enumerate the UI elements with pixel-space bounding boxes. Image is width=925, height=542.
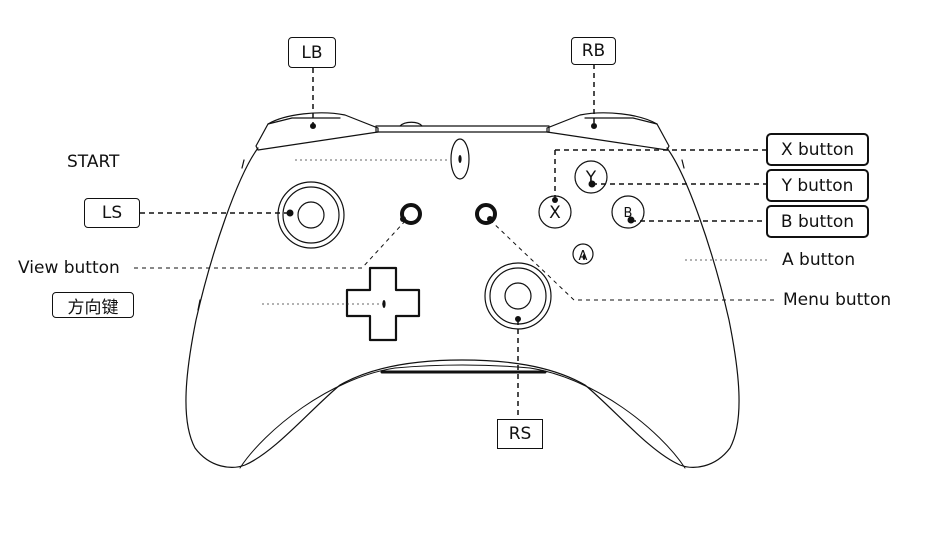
dot-dpad [382,300,386,308]
b-button-circle [611,195,645,229]
ls-label: LS [101,203,123,223]
dot-y [588,180,596,188]
y-button-label: Y button [781,175,854,196]
controller-body [185,147,740,468]
a-button-label: A button [782,250,856,270]
leader-menu [489,219,775,301]
leader-view [134,219,407,269]
a-button-circle [572,243,594,265]
right-stick-inner [504,282,532,310]
rb-label: RB [581,41,606,61]
view-button-label: View button [18,258,120,278]
b-letter: B [624,206,633,221]
top-bar [375,125,550,133]
rb-label-box: RB [571,37,616,65]
rb-bumper [546,112,670,151]
dpad-shape [345,266,421,342]
dot-rb [591,123,597,129]
left-stick-outer [277,181,345,249]
dot-lb [310,123,316,129]
rs-label-box: RS [497,419,543,449]
dot-x [552,197,558,203]
menu-button-label: Menu button [783,290,892,310]
dpad-label-box: 方向键 [52,292,134,318]
dpad-label: 方向键 [67,297,119,318]
view-button-ring [400,203,422,225]
dot-view [400,216,406,222]
start-label: START [67,152,120,172]
y-button-label-box: Y button [766,169,869,202]
grip-groove [239,364,686,469]
b-button-label-box: B button [766,205,869,238]
y-button-circle [574,160,608,194]
dot-guide [458,155,462,163]
lb-label: LB [301,42,323,63]
b-button-label: B button [780,211,855,232]
dot-ls [286,209,294,217]
rs-label: RS [508,424,532,444]
x-letter: X [549,203,561,223]
dot-rs [515,316,521,322]
menu-button-ring [475,203,497,225]
dot-menu [487,216,493,222]
ls-label-box: LS [84,198,140,228]
guide-button [450,138,470,180]
dot-a [582,254,586,260]
x-button-label: X button [780,139,855,160]
dot-b [627,216,635,224]
left-stick-inner [297,201,325,229]
x-button-label-box: X button [766,133,869,166]
lb-label-box: LB [288,37,336,68]
lb-bumper [255,112,379,151]
